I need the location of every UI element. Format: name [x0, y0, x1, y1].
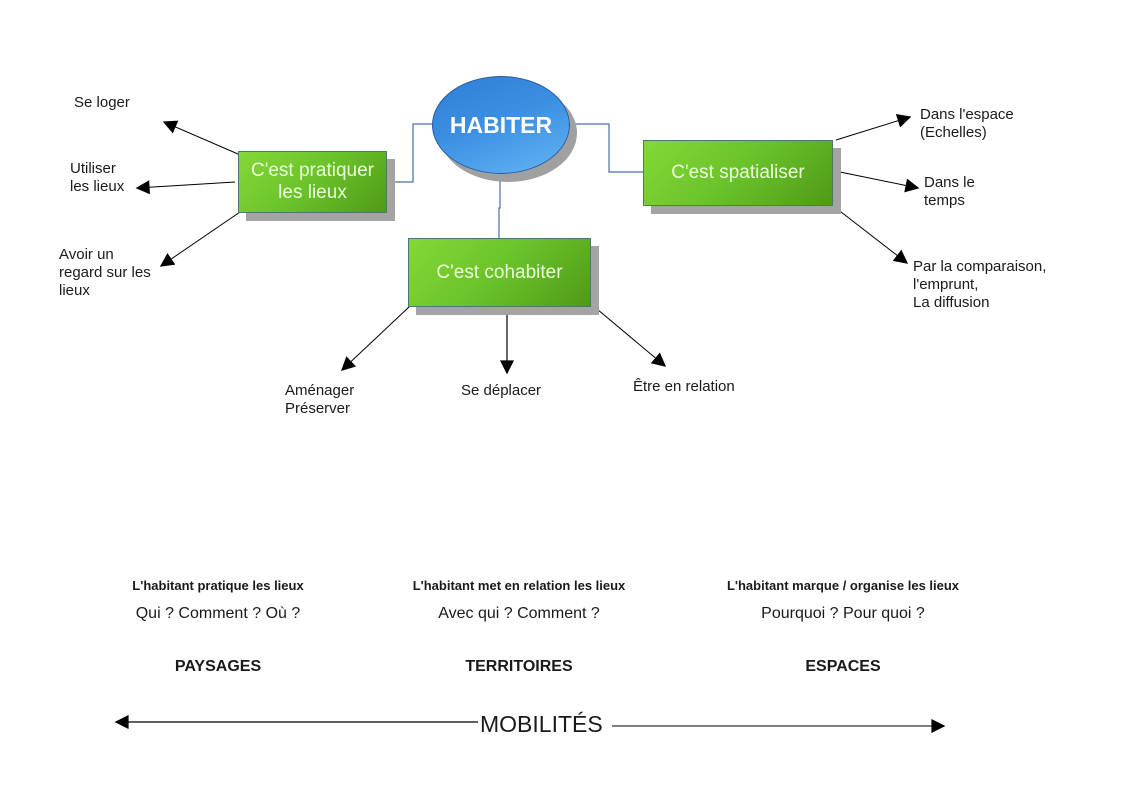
leaf-deplacer: Se déplacer [461, 382, 541, 400]
arrow-relation [590, 303, 667, 367]
column-questions: Avec qui ? Comment ? [438, 605, 600, 622]
arrow-utiliser [135, 180, 236, 195]
box-spatialiser-label: C'est spatialiser [671, 162, 805, 183]
leaf-regard: Avoir un regard sur les lieux [59, 246, 151, 300]
box-cohabiter-label: C'est cohabiter [436, 261, 563, 283]
box-pratiquer-line1: C'est pratiquer [251, 160, 374, 181]
column-category: TERRITOIRES [465, 658, 573, 675]
leaf-line: Avoir un [59, 246, 114, 263]
box-cohabiter: C'est cohabiter [408, 238, 591, 307]
arrow-amenager [340, 306, 410, 371]
habiter-node: HABITER [432, 76, 570, 174]
mobility-label: MOBILITÉS [478, 710, 605, 738]
column-questions: Qui ? Comment ? Où ? [135, 605, 301, 622]
column-category: ESPACES [805, 658, 881, 675]
arrow-espace [835, 114, 912, 141]
box-pratiquer: C'est pratiquer les lieux [238, 151, 387, 213]
column-heading: L'habitant marque / organise les lieux [726, 578, 960, 593]
leaf-line: Être en relation [633, 378, 735, 395]
column-heading: L'habitant pratique les lieux [132, 578, 304, 593]
box-pratiquer-line2: les lieux [278, 182, 347, 203]
arrow-comparaison [831, 204, 909, 264]
leaf-line: Préserver [285, 400, 351, 417]
box-spatialiser: C'est spatialiser [643, 140, 833, 206]
connector-center-spatialiser [568, 123, 643, 173]
column-paysages: L'habitant pratique les lieux Qui ? Comm… [68, 578, 368, 675]
leaf-espace: Dans l'espace (Echelles) [920, 106, 1014, 142]
column-questions: Pourquoi ? Pour quoi ? [761, 605, 925, 622]
leaf-se-loger: Se loger [74, 94, 130, 112]
leaf-relation: Être en relation [633, 378, 735, 396]
habiter-label: HABITER [449, 111, 553, 138]
leaf-line: les lieux [70, 178, 125, 195]
column-territoires: L'habitant met en relation les lieux Ave… [369, 578, 669, 675]
leaf-line: Se déplacer [461, 382, 542, 399]
leaf-line: Se loger [74, 94, 130, 111]
leaf-line: regard sur les [59, 264, 151, 281]
arrow-se-loger [162, 120, 239, 155]
leaf-line: temps [924, 192, 965, 209]
leaf-line: Dans le [924, 174, 975, 191]
leaf-line: Dans l'espace [920, 106, 1014, 123]
leaf-line: Utiliser [70, 160, 116, 177]
leaf-comparaison: Par la comparaison, l'emprunt, La diffus… [913, 258, 1046, 312]
leaf-utiliser: Utiliser les lieux [70, 160, 124, 196]
arrow-regard [159, 211, 241, 267]
leaf-line: l'emprunt, [913, 276, 979, 293]
leaf-line: (Echelles) [920, 124, 987, 141]
column-heading: L'habitant met en relation les lieux [412, 578, 626, 593]
leaf-line: lieux [59, 282, 90, 299]
leaf-line: Par la comparaison, [913, 258, 1047, 275]
connector-center-pratiquer [385, 123, 432, 183]
column-category: PAYSAGES [174, 658, 262, 675]
leaf-amenager: Aménager Préserver [285, 382, 354, 418]
leaf-temps: Dans le temps [924, 174, 975, 210]
arrow-temps [839, 171, 920, 193]
leaf-line: La diffusion [913, 294, 990, 311]
connector-center-cohabiter [498, 173, 501, 238]
column-espaces: L'habitant marque / organise les lieux P… [693, 578, 993, 675]
leaf-line: Aménager [285, 382, 355, 399]
